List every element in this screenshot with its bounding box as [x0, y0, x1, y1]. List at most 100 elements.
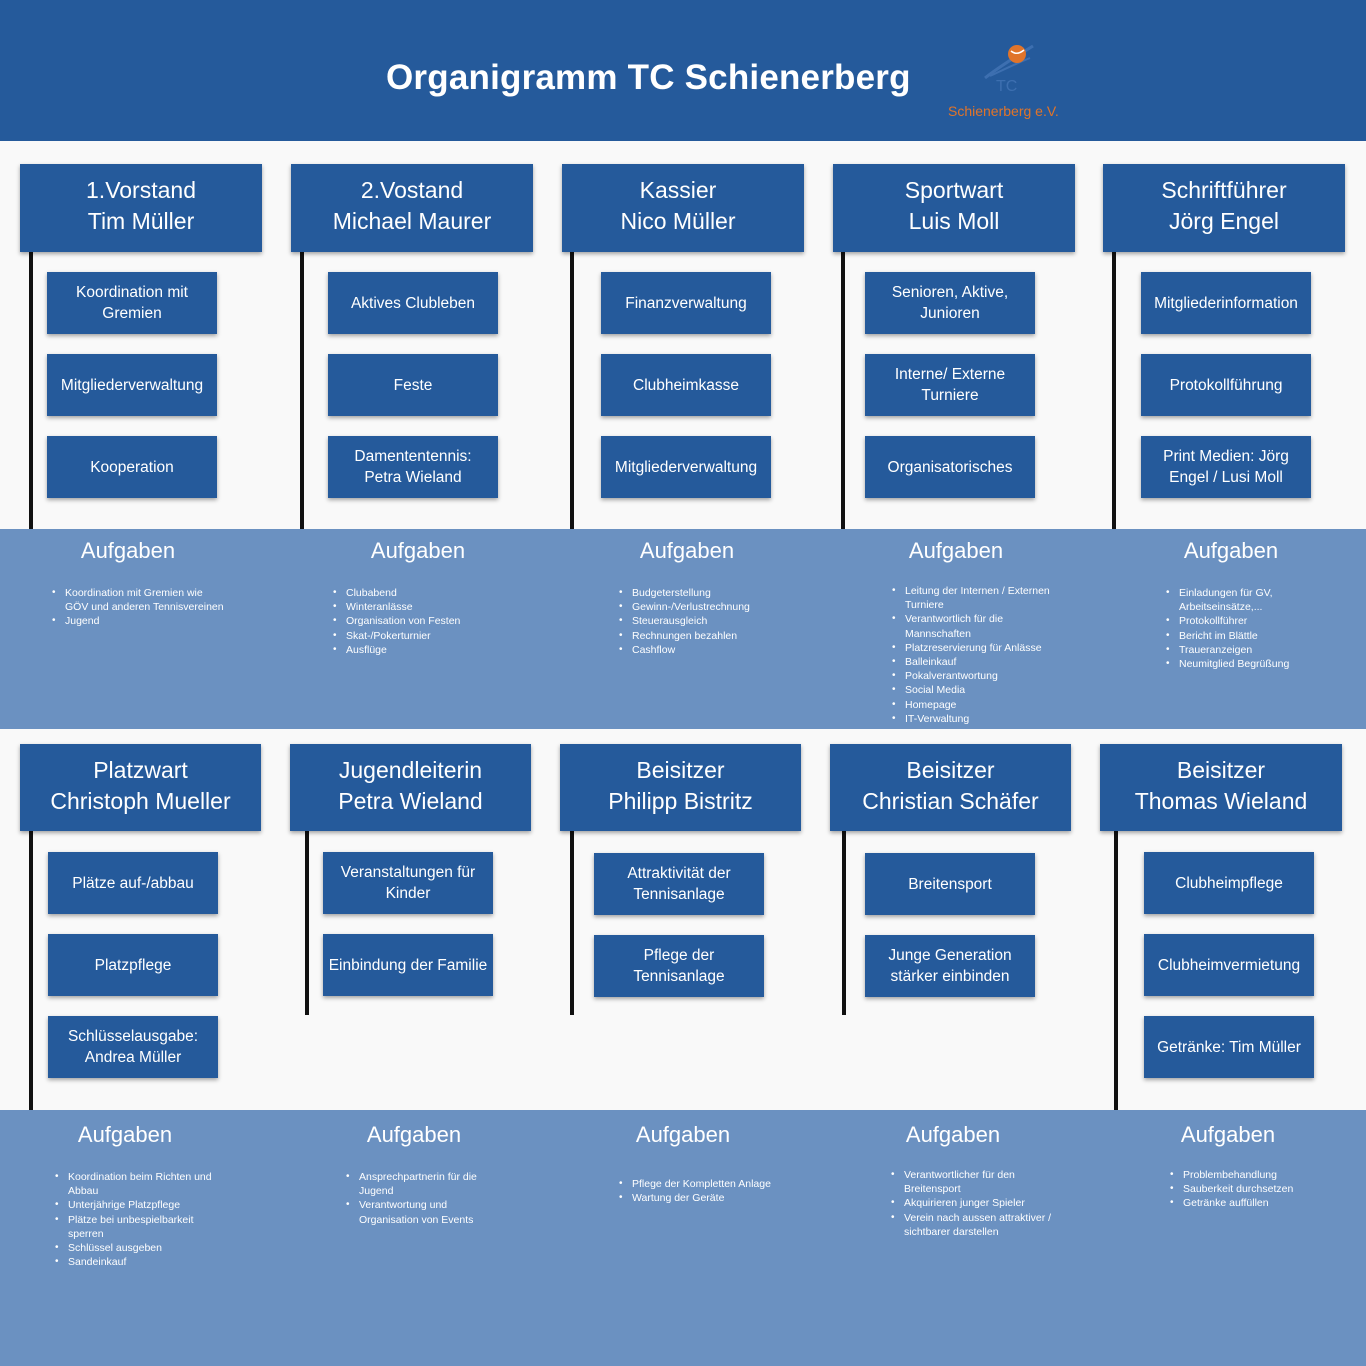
role-title: Beisitzer	[906, 757, 995, 783]
list-item: Schlüssel ausgeben	[55, 1241, 228, 1255]
task-label: Mitgliederverwaltung	[614, 458, 758, 476]
role-title: Schriftführer	[1161, 177, 1287, 203]
list-item: Homepage	[892, 698, 1065, 712]
aufgaben-heading: Aufgaben	[80, 538, 176, 563]
role-box-beisitzer-bistritz: Beisitzer Philipp Bistritz	[560, 744, 801, 831]
task-label: Aktives Clubleben	[350, 294, 476, 312]
task-label: Clubheimpflege	[1175, 874, 1283, 892]
role-box-platzwart: Platzwart Christoph Mueller	[20, 744, 261, 831]
task-label: Senioren, Aktive, Junioren	[891, 284, 1009, 322]
role-box-beisitzer-wieland: Beisitzer Thomas Wieland	[1100, 744, 1342, 831]
header-banner	[0, 0, 1366, 141]
connector-line	[842, 831, 846, 1015]
task-list: Leitung der Internen / Externen Turniere…	[892, 584, 1065, 726]
role-person: Nico Müller	[620, 208, 736, 234]
task-label: Plätze auf-/abbau	[72, 874, 194, 892]
task-label: Damententennis: Petra Wieland	[354, 448, 472, 486]
aufgaben-heading: Aufgaben	[905, 1122, 1001, 1147]
task-box: Protokollführung	[1141, 354, 1311, 416]
role-person: Christian Schäfer	[862, 788, 1039, 814]
list-item: Neumitglied Begrüßung	[1166, 657, 1309, 671]
list-item: Steuerausgleich	[619, 614, 812, 628]
task-label: Attraktivität der Tennisanlage	[627, 865, 731, 903]
role-person: Luis Moll	[908, 208, 1000, 234]
list-item: Gewinn-/Verlustrechnung	[619, 600, 812, 614]
task-list: Problembehandlung Sauberkeit durchsetzen…	[1170, 1168, 1333, 1211]
role-person: Petra Wieland	[338, 788, 483, 814]
task-box: Damententennis: Petra Wieland	[328, 436, 498, 498]
list-item: Pokalverantwortung	[892, 669, 1065, 683]
list-item: Balleinkauf	[892, 655, 1065, 669]
connector-line	[305, 831, 309, 1015]
list-item: Problembehandlung	[1170, 1168, 1333, 1182]
task-box: Aktives Clubleben	[328, 272, 498, 334]
task-box: Clubheimvermietung	[1144, 934, 1314, 996]
task-box: Junge Generation stärker einbinden	[865, 935, 1035, 997]
task-label: Mitgliederverwaltung	[60, 376, 204, 394]
logo-text: Schienerberg e.V.	[948, 103, 1059, 119]
list-item: Leitung der Internen / Externen Turniere	[892, 584, 1065, 612]
list-item: Unterjährige Platzpflege	[55, 1198, 228, 1212]
task-list: Budgeterstellung Gewinn-/Verlustrechnung…	[619, 586, 812, 657]
list-item: Budgeterstellung	[619, 586, 812, 600]
task-label: Koordination mit Gremien	[75, 284, 188, 322]
list-item: Ansprechpartnerin für die Jugend	[346, 1170, 499, 1198]
task-box: Getränke: Tim Müller	[1144, 1016, 1314, 1078]
task-box: Kooperation	[47, 436, 217, 498]
list-item: Sauberkeit durchsetzen	[1170, 1182, 1333, 1196]
role-title: Kassier	[639, 177, 717, 203]
task-box: Schlüsselausgabe: Andrea Müller	[48, 1016, 218, 1078]
page-title: Organigramm TC Schienerberg	[386, 58, 911, 97]
task-label: Schlüsselausgabe: Andrea Müller	[67, 1028, 199, 1066]
connector-line	[1112, 252, 1116, 529]
role-person: Tim Müller	[87, 208, 195, 234]
role-box-sportwart: Sportwart Luis Moll	[833, 164, 1075, 252]
aufgaben-heading: Aufgaben	[1180, 1122, 1276, 1147]
list-item: Traueranzeigen	[1166, 643, 1309, 657]
task-box: Clubheimpflege	[1144, 852, 1314, 914]
list-item: Protokollführer	[1166, 614, 1309, 628]
task-label: Veranstaltungen für Kinder	[340, 864, 476, 902]
list-item: Clubabend	[333, 586, 526, 600]
task-label: Pflege der Tennisanlage	[633, 947, 725, 985]
task-list: Koordination beim Richten und Abbau Unte…	[55, 1170, 228, 1270]
task-label: Print Medien: Jörg Engel / Lusi Moll	[1163, 448, 1289, 486]
task-box: Print Medien: Jörg Engel / Lusi Moll	[1141, 436, 1311, 498]
connector-line	[1114, 831, 1118, 1110]
task-label: Junge Generation stärker einbinden	[888, 947, 1012, 985]
task-box: Pflege der Tennisanlage	[594, 935, 764, 997]
connector-line	[570, 831, 574, 1015]
role-person: Philipp Bistritz	[608, 788, 753, 814]
task-box: Plätze auf-/abbau	[48, 852, 218, 914]
connector-line	[570, 252, 574, 529]
list-item: Verantwortung und Organisation von Event…	[346, 1198, 499, 1226]
task-label: Einbindung der Familie	[328, 956, 488, 974]
connector-line	[29, 252, 33, 529]
task-list: Pflege der Kompletten Anlage Wartung der…	[619, 1177, 812, 1206]
role-person: Christoph Mueller	[50, 788, 231, 814]
task-box: Einbindung der Familie	[323, 934, 493, 996]
task-list: Einladungen für GV, Arbeitseinsätze,... …	[1166, 586, 1309, 671]
logo-mark: TC	[996, 78, 1018, 95]
task-list: Clubabend Winteranlässe Organisation von…	[333, 586, 526, 657]
aufgaben-heading: Aufgaben	[639, 538, 735, 563]
task-box: Mitgliederverwaltung	[47, 354, 217, 416]
role-title: Beisitzer	[636, 757, 725, 783]
aufgaben-heading: Aufgaben	[366, 1122, 462, 1147]
list-item: Rechnungen bezahlen	[619, 629, 812, 643]
task-label: Finanzverwaltung	[625, 294, 747, 312]
role-title: Jugendleiterin	[338, 757, 483, 783]
list-item: Skat-/Pokerturnier	[333, 629, 526, 643]
task-box: Finanzverwaltung	[601, 272, 771, 334]
list-item: Bericht im Blättle	[1166, 629, 1309, 643]
task-box: Clubheimkasse	[601, 354, 771, 416]
task-label: Platzpflege	[94, 956, 172, 974]
task-box: Attraktivität der Tennisanlage	[594, 853, 764, 915]
aufgaben-heading: Aufgaben	[370, 538, 466, 563]
task-box: Breitensport	[865, 853, 1035, 915]
task-label: Protokollführung	[1169, 376, 1283, 394]
task-box: Mitgliederinformation	[1141, 272, 1311, 334]
list-item: Ausflüge	[333, 643, 526, 657]
role-box-beisitzer-schaefer: Beisitzer Christian Schäfer	[830, 744, 1071, 831]
aufgaben-heading: Aufgaben	[1183, 538, 1279, 563]
